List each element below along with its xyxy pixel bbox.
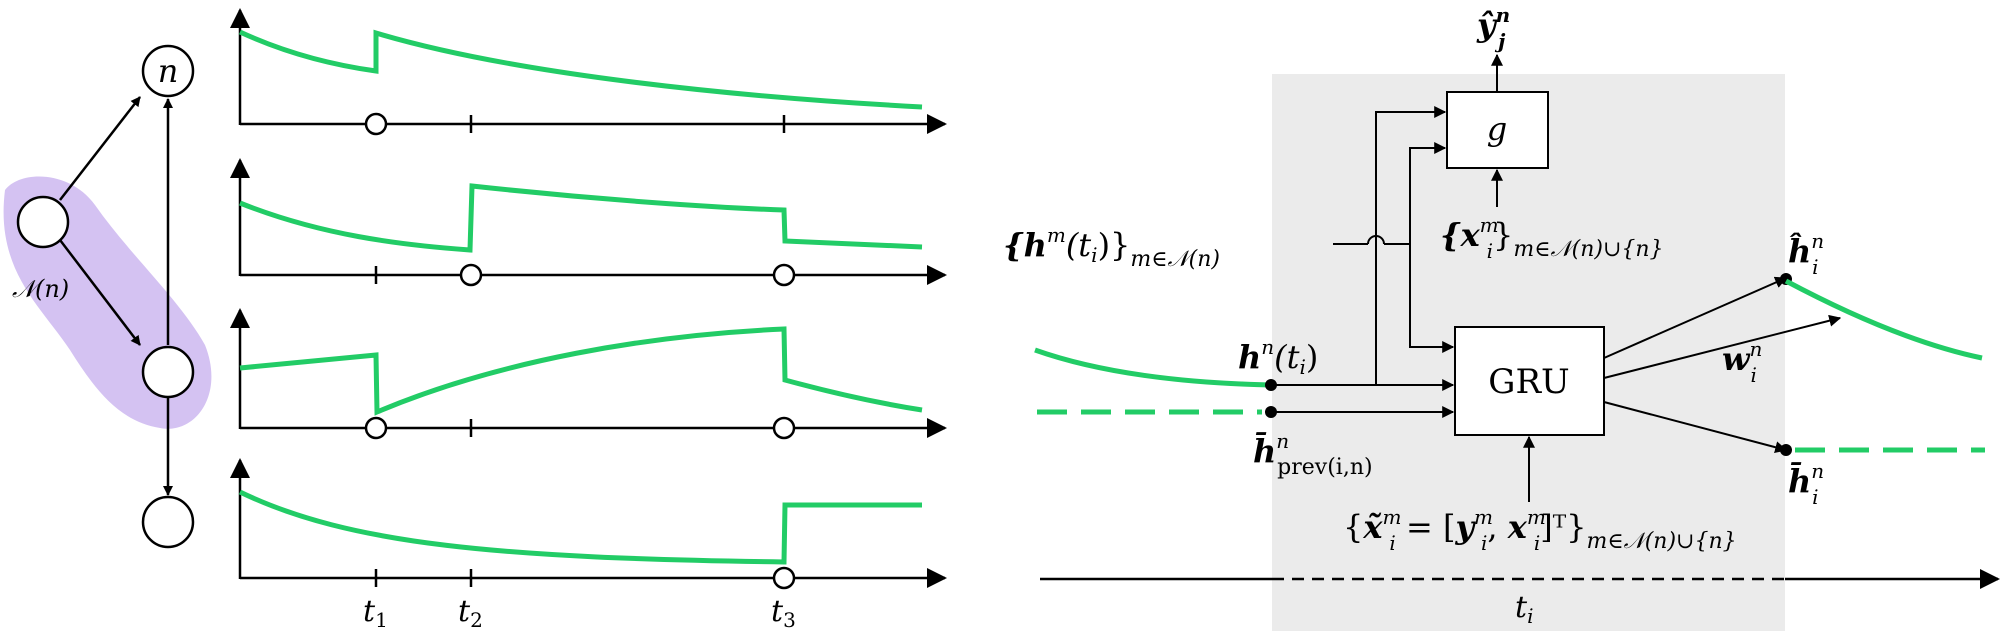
event-marker <box>772 566 796 590</box>
hprev-dot <box>1265 406 1277 418</box>
gru-box <box>1454 326 1605 436</box>
timelines: t1 t2 t3 <box>230 8 947 631</box>
event-marker <box>364 112 388 136</box>
neighborhood-label: 𝒩(n) <box>12 275 69 303</box>
event-marker <box>772 416 796 440</box>
timeline-row-4 <box>230 458 947 590</box>
time-label-ti: ti <box>1515 590 1533 628</box>
node-neighbor-a <box>16 195 70 249</box>
node-child-c <box>141 495 195 549</box>
signal-curve <box>238 29 923 110</box>
signal-curve <box>238 489 922 565</box>
event-marker <box>772 263 796 287</box>
arrow-neighbor-h-to-gru <box>1409 244 1455 353</box>
h-dot <box>1265 379 1277 391</box>
edge-a-to-b <box>59 239 141 346</box>
tick-label-t1: t1 <box>363 594 388 631</box>
timeline-row-3 <box>230 308 947 440</box>
edge-a-to-n <box>59 96 141 201</box>
arrow-h-to-g <box>1375 106 1447 385</box>
event-marker <box>459 263 483 287</box>
gru-label: GRU <box>1488 362 1569 402</box>
tick-label-t2: t2 <box>458 594 483 631</box>
node-n-label: n <box>158 52 179 90</box>
timeline-row-1 <box>230 8 947 136</box>
readout-g-label: g <box>1487 110 1507 148</box>
arrow-gru-to-hbar <box>1603 401 1788 454</box>
signal-curve <box>239 183 923 253</box>
tick-label-t3: t3 <box>771 594 796 631</box>
graph: n 𝒩(n) <box>3 44 212 549</box>
event-marker <box>364 416 388 440</box>
incoming-hidden-curve <box>1034 347 1272 388</box>
arrow-neighbor-h-to-g <box>1409 142 1447 244</box>
node-n <box>141 44 195 98</box>
arrow-gru-to-hhat <box>1603 276 1788 359</box>
node-neighbor-b <box>141 345 195 399</box>
arrow-gru-to-w <box>1603 314 1842 379</box>
outgoing-hhat-curve <box>1784 278 1983 361</box>
hbar-dot <box>1780 444 1792 456</box>
timeline-row-2 <box>230 158 947 287</box>
signal-curve <box>239 326 923 416</box>
readout-g-box <box>1446 91 1549 169</box>
label-neighbor-h: {hm(ti)}m∈𝒩(n) <box>1003 223 1220 272</box>
label-h-n-ti: hn(ti) <box>1238 335 1318 379</box>
